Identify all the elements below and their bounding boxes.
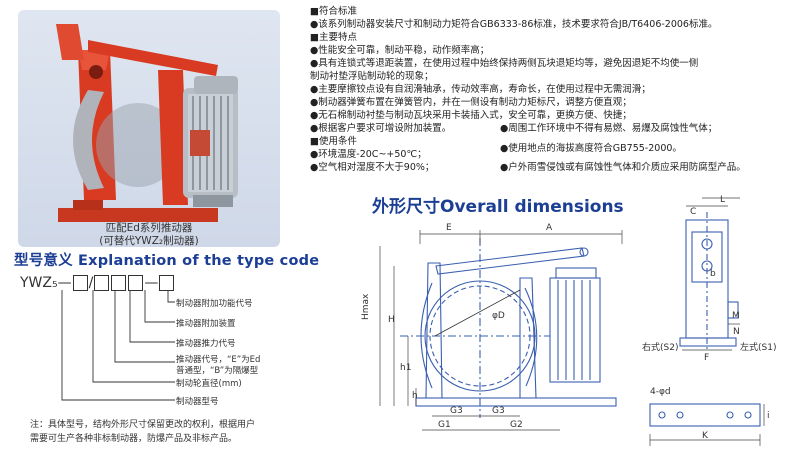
overall-dimensions-title: 外形尺寸Overall dimensions	[372, 197, 624, 217]
type-code-note: 注：具体型号，结构外形尺寸保留更改的权利，根据用户 需要可生产各种非标制动器，防…	[30, 418, 255, 446]
dim-L: L	[720, 195, 725, 205]
type-label-2: 推动器附加装置	[176, 319, 236, 329]
dim-holes: 4-φd	[650, 387, 671, 397]
type-label-3: 推动器推力代号	[176, 339, 236, 349]
dim-K: K	[702, 431, 709, 441]
code-box	[111, 275, 127, 291]
type-label-4: 推动器代号，“E”为Ed	[176, 355, 261, 365]
spec-standard-heading: ■符合标准	[310, 6, 357, 17]
brake-illustration	[56, 24, 238, 222]
type-label-5: 普通型，“B”为隔爆型	[176, 366, 259, 376]
note-line-2: 需要可生产各种非标制动器，防爆产品及非标产品。	[30, 434, 238, 444]
code-box	[159, 275, 175, 291]
dim-G3-left: G3	[450, 406, 463, 416]
dim-G1: G1	[438, 420, 451, 430]
left-type-label: 左式(S1)	[740, 343, 777, 353]
type-code-pattern: YWZ₅—/—	[20, 275, 175, 291]
type-label-1: 制动器附加功能代号	[176, 299, 253, 309]
type-label-7: 制动器型号	[176, 397, 219, 407]
dim-phiD: φD	[492, 311, 505, 321]
dim-E: E	[446, 223, 452, 233]
dim-G2: G2	[510, 420, 523, 430]
spec-conditions-heading: ■使用条件	[310, 136, 357, 147]
dim-h: h	[412, 391, 418, 401]
dim-i: i	[767, 411, 770, 421]
front-view-drawing: E A Hmax H h1 h φD G3 G3 G1 G2	[361, 223, 623, 431]
dim-h1: h1	[400, 363, 411, 373]
spec-outdoor: ●户外雨雪侵蚀或有腐蚀性气体和介质应采用防腐型产品。	[500, 162, 746, 173]
product-photo	[18, 10, 280, 247]
spec-feature-5: ●制动器弹簧布置在弹簧管内，并在一侧设有制动力矩标尺，调整方便直观；	[310, 97, 632, 108]
spec-standard-text: ●该系列制动器安装尺寸和制动力矩符合GB6333-86标准，技术要求符合JB/T…	[310, 19, 718, 30]
spec-extra-right: ●周围工作环境中不得有易燃、易爆及腐蚀性气体；	[500, 123, 718, 134]
side-view-drawing: C L b M N F	[679, 195, 740, 362]
spec-humidity: ●空气相对湿度不大于90%；	[310, 162, 435, 173]
dim-H: H	[388, 315, 395, 325]
spec-extra-left: ●根据客户要求可增设附加装置。	[310, 123, 452, 134]
code-box	[94, 275, 110, 291]
spec-altitude: ●使用地点的海拔高度符合GB755-2000。	[500, 143, 682, 154]
photo-caption-2: (可替代YWZ₂制动器)	[99, 235, 199, 247]
spec-feature-3: 制动衬垫浮贴制动轮的现象；	[310, 71, 434, 82]
dim-F: F	[704, 353, 709, 362]
spec-feature-4: ●主要摩擦铰点设有自润滑轴承，传动效率高，寿命长，在使用过程中无需润滑；	[310, 84, 651, 95]
dim-G3-right: G3	[492, 406, 505, 416]
photo-caption-1: 匹配Ed系列推动器	[105, 222, 193, 234]
dim-Hmax: Hmax	[361, 293, 371, 320]
dim-N: N	[733, 327, 740, 337]
type-code-title: 型号意义 Explanation of the type code	[14, 253, 320, 269]
type-code-leaders	[61, 290, 175, 401]
type-label-6: 制动轮直径(mm)	[176, 379, 242, 389]
dim-b: b	[710, 269, 716, 279]
code-box	[72, 275, 88, 291]
base-plate-drawing: 4-φd K i	[649, 387, 770, 446]
code-box	[128, 275, 144, 291]
type-code-prefix: YWZ₅	[20, 275, 58, 291]
dim-M: M	[732, 311, 740, 321]
spec-feature-1: ●性能安全可靠，制动平稳，动作频率高；	[310, 45, 490, 56]
spec-feature-6: ●无石棉制动衬垫与制动瓦块采用卡装插入式，安全可靠，更换方便、快捷；	[310, 110, 632, 121]
spec-features-heading: ■主要特点	[310, 32, 357, 43]
note-line-1: 注：具体型号，结构外形尺寸保留更改的权利，根据用户	[30, 420, 256, 430]
dim-A: A	[546, 223, 553, 233]
dim-C: C	[690, 207, 696, 217]
spec-temperature: ●环境温度-20C~+50℃；	[310, 149, 427, 160]
spec-feature-2: ●具有连锁式等退距装置，在使用过程中始终保持两侧瓦块退矩均等，避免因退矩不均使一…	[310, 58, 699, 69]
right-type-label: 右式(S2)	[642, 343, 679, 353]
